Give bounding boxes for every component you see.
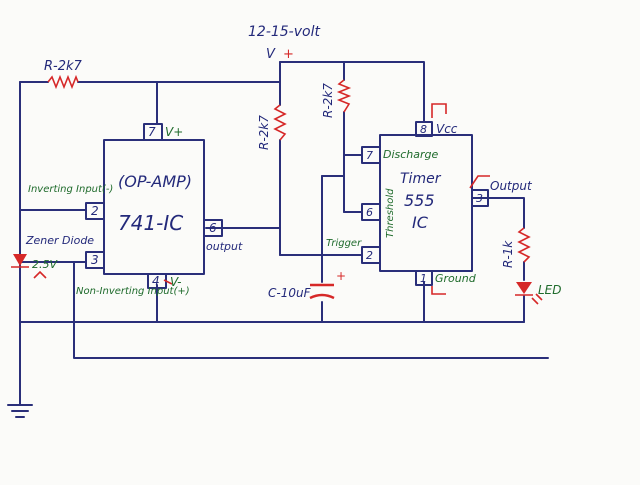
opamp-pin3-label: Non-Inverting Input(+) xyxy=(76,286,190,297)
resistor-top xyxy=(47,74,79,90)
timer-pin2-number: 2 xyxy=(366,249,373,262)
led xyxy=(515,282,543,305)
timer-pin3-number: 3 xyxy=(476,192,483,205)
timer-pin2-label: Trigger xyxy=(326,238,362,249)
r-mid1-label: R-2k7 xyxy=(257,115,271,150)
timer-title: Timer xyxy=(400,171,442,187)
pin-arrows xyxy=(33,103,490,295)
opamp-ic xyxy=(85,123,223,289)
led-label: LED xyxy=(538,283,562,297)
timer-pin6-number: 6 xyxy=(366,206,373,219)
timer-pin8-number: 8 xyxy=(420,123,427,136)
timer-pin6-label: Threshold xyxy=(385,188,396,238)
text-labels: 12-15-volt V + R-2k7 R-2k7 R-2k7 R-1k (O… xyxy=(25,24,562,300)
opamp-name: 741-IC xyxy=(118,211,183,235)
opamp-pin7-number: 7 xyxy=(148,125,156,139)
resistor-mid-right xyxy=(336,79,352,113)
timer-pin7-number: 7 xyxy=(366,149,373,162)
opamp-pin2-label: Inverting Input(-) xyxy=(28,184,113,195)
supply-plus: + xyxy=(283,47,294,62)
opamp-pin4-label: V- xyxy=(170,275,182,289)
timer-pin8-label: Vcc xyxy=(436,122,458,136)
r-led-label: R-1k xyxy=(501,240,515,268)
timer-555-ic xyxy=(361,121,489,286)
timer-pin3-label: Output xyxy=(490,179,533,193)
opamp-pin6-box xyxy=(203,219,223,237)
opamp-pin6-label: output xyxy=(206,240,243,253)
r-mid2-label: R-2k7 xyxy=(321,83,335,118)
zener-diode xyxy=(11,254,29,268)
wires xyxy=(7,61,549,418)
timer-name-b: IC xyxy=(412,213,429,232)
opamp-pin2-box xyxy=(85,202,105,220)
opamp-pin3-number: 3 xyxy=(91,253,99,267)
opamp-pin6-number: 6 xyxy=(209,221,217,235)
cap-label: C-10uF xyxy=(268,286,312,300)
opamp-pin4-number: 4 xyxy=(152,274,160,288)
supply-label: 12-15-volt xyxy=(248,24,320,40)
timer-pin1-number: 1 xyxy=(420,272,427,285)
opamp-pin2-number: 2 xyxy=(91,204,99,218)
resistor-mid-left xyxy=(273,104,287,141)
resistor-led xyxy=(517,227,531,263)
supply-v: V xyxy=(266,47,276,62)
opamp-pin7-box xyxy=(143,123,163,141)
zener-voltage: 2.5V xyxy=(32,258,58,271)
opamp-title: (OP-AMP) xyxy=(118,172,192,191)
cap-plus: + xyxy=(336,269,346,283)
timer-pin7-label: Discharge xyxy=(383,148,439,161)
opamp-pin7-label: V+ xyxy=(165,125,183,139)
timer-pin1-label: Ground xyxy=(435,272,477,285)
r-top-label: R-2k7 xyxy=(44,59,83,74)
opamp-pin3-box xyxy=(85,251,105,269)
timer-name-a: 555 xyxy=(404,191,435,210)
capacitor xyxy=(309,283,335,300)
zener-label: Zener Diode xyxy=(25,234,94,247)
